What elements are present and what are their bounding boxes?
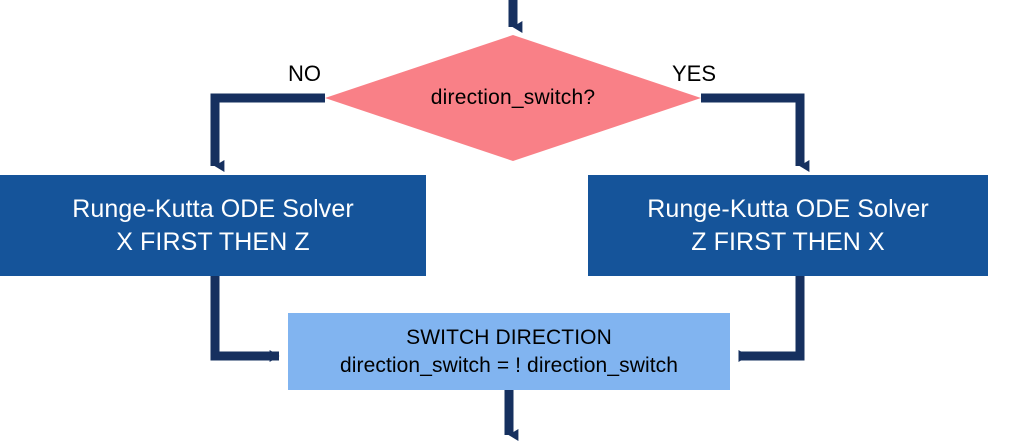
no-branch-arrow-path [210,93,325,172]
switch-direction[interactable]: SWITCH DIRECTION direction_switch = ! di… [288,313,730,390]
direction-switch-decision[interactable]: direction_switch? [325,35,701,161]
branch-label-no: NO [288,61,321,86]
diamond-icon [325,35,701,161]
switch-line1: SWITCH DIRECTION [406,325,612,349]
process-no-line1: Runge-Kutta ODE Solver [72,194,354,223]
runge-kutta-z-first[interactable]: Runge-Kutta ODE Solver Z FIRST THEN X [588,175,988,276]
process-no-line2: X FIRST THEN Z [116,227,310,256]
process-yes-line1: Runge-Kutta ODE Solver [647,194,929,223]
switch-line2: direction_switch = ! direction_switch [339,353,679,377]
runge-kutta-x-first[interactable]: Runge-Kutta ODE Solver X FIRST THEN Z [0,175,426,276]
no-to-switch-arrow-path [210,276,280,362]
branch-label-yes: YES [672,61,717,86]
process-yes-line2: Z FIRST THEN X [691,227,885,256]
yes-to-switch-arrow-path [738,276,805,362]
decision-label: direction_switch? [430,86,596,109]
yes-branch-arrow-path [701,93,810,172]
